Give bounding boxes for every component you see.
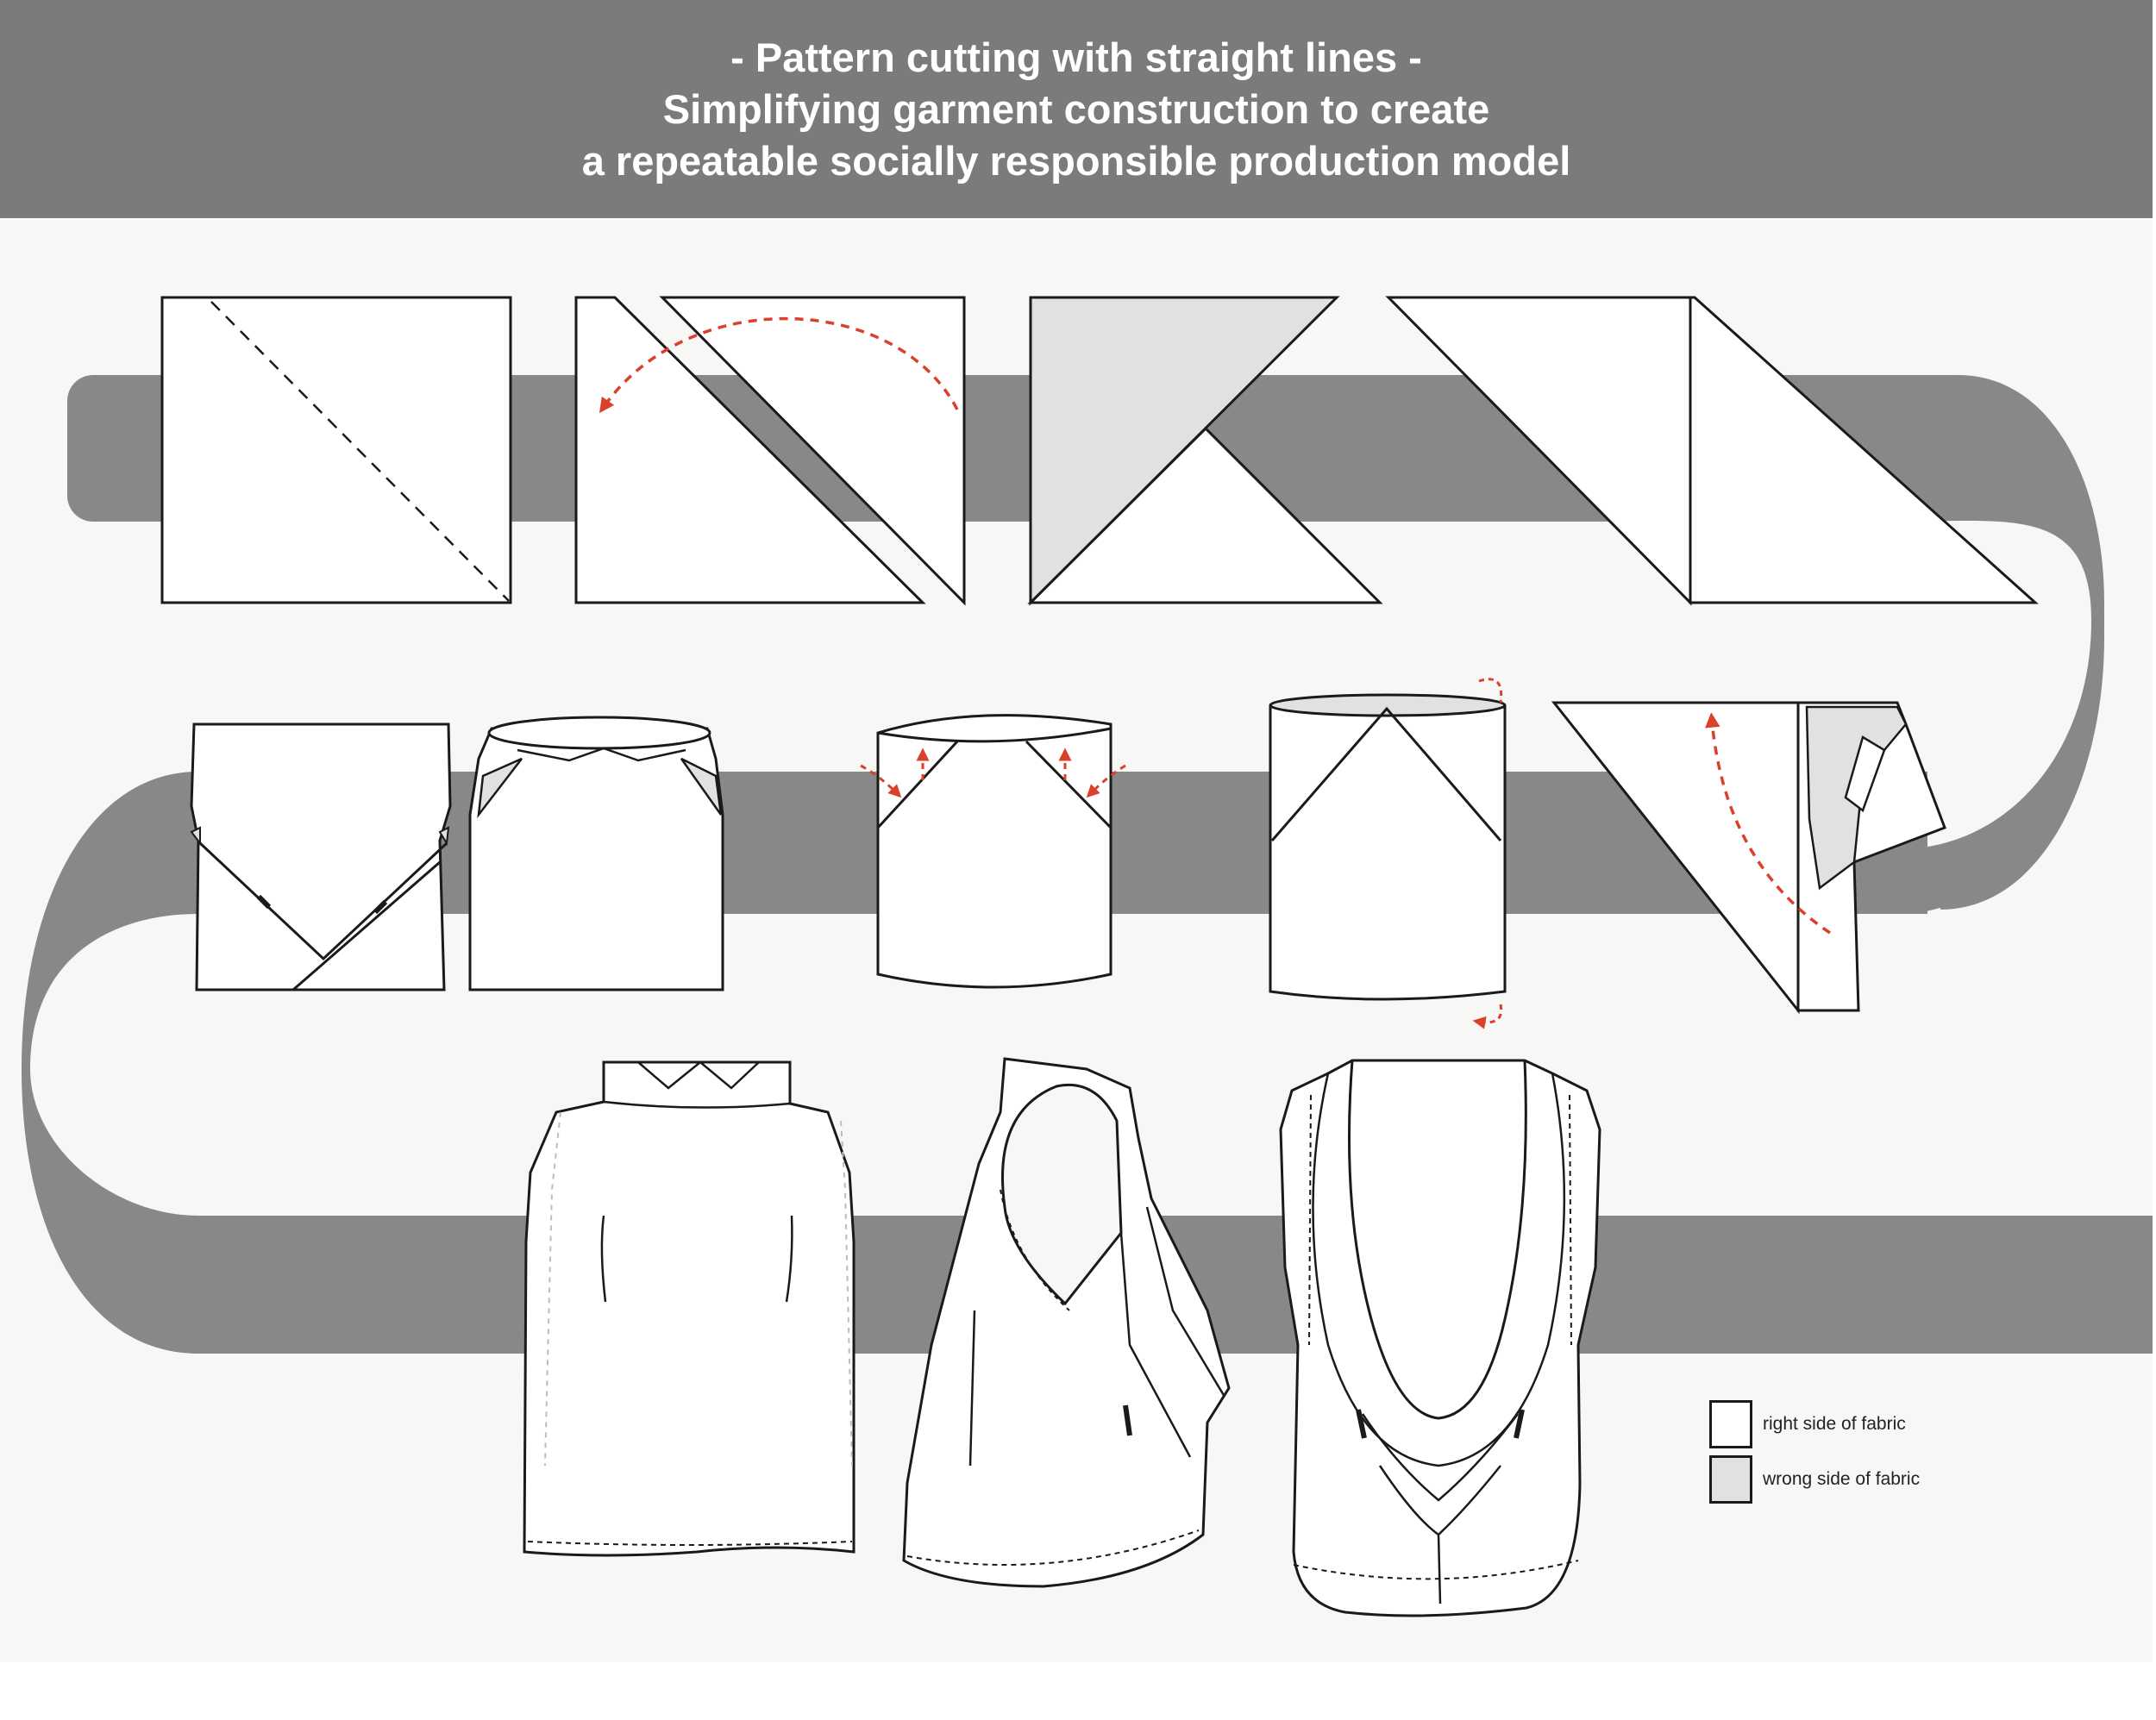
garment-draped-view xyxy=(1279,1059,1601,1617)
step-7-tube-darts xyxy=(860,714,1126,989)
step-8-tall-tube xyxy=(1269,678,1507,1029)
step-4-joined-triangles xyxy=(1385,296,2039,606)
step-9-draped-triangle xyxy=(1551,701,1946,1015)
step-1-square-cut-line xyxy=(160,296,512,604)
step-5-pinned-body xyxy=(190,722,452,991)
fabric-legend: right side of fabric wrong side of fabri… xyxy=(1709,1398,1920,1509)
step-2-cut-triangles xyxy=(574,296,966,606)
step-3-folded-triangle xyxy=(1027,296,1383,606)
title-line-1: - Pattern cutting with straight lines - xyxy=(730,34,1422,80)
garment-front-view xyxy=(523,1060,856,1557)
step-6-body-with-collar xyxy=(468,716,724,991)
legend-row-wrong-side: wrong side of fabric xyxy=(1709,1454,1920,1505)
title-line-3: a repeatable socially responsible produc… xyxy=(581,137,1571,184)
right-side-swatch xyxy=(1709,1400,1752,1448)
wrong-side-swatch xyxy=(1709,1455,1752,1504)
legend-label-wrong-side: wrong side of fabric xyxy=(1763,1469,1921,1489)
legend-label-right-side: right side of fabric xyxy=(1763,1414,1906,1434)
title-banner: - Pattern cutting with straight lines - … xyxy=(0,0,2153,218)
garment-side-view xyxy=(902,1057,1231,1588)
title-line-2: Simplifying garment construction to crea… xyxy=(662,85,1490,132)
legend-row-right-side: right side of fabric xyxy=(1709,1398,1920,1450)
